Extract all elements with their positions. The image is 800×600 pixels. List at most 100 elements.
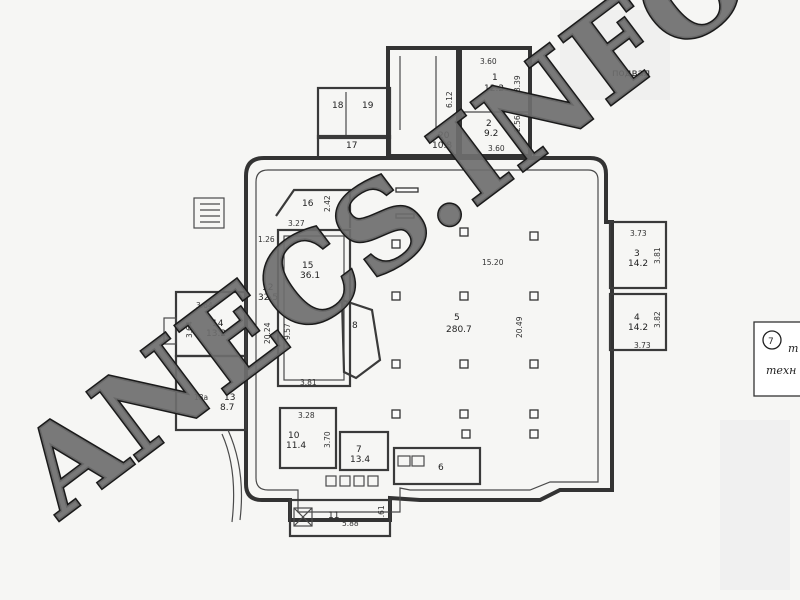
dim-label: 3.60 xyxy=(480,57,497,66)
room-number-2: 2 xyxy=(486,119,492,129)
vent-grille xyxy=(395,187,419,193)
room-number-10: 10 xyxy=(288,431,300,441)
room-area-1: 12.2 xyxy=(484,84,504,94)
room-number-11: 11 xyxy=(328,511,339,521)
room-13-outline xyxy=(174,354,248,432)
room-label-13a: 13a xyxy=(194,393,208,402)
room-number-8: 8 xyxy=(352,321,358,331)
room-area-5: 280.7 xyxy=(446,325,472,335)
room-number-6: 6 xyxy=(438,463,444,473)
room-number-18: 18 xyxy=(332,101,344,111)
dim-label: 3.39 xyxy=(513,75,522,92)
main-building xyxy=(244,156,614,522)
room-3-outline xyxy=(608,220,668,290)
column-grid xyxy=(391,187,539,439)
dim-label: 3.27 xyxy=(288,219,305,228)
room-15-outline xyxy=(276,228,352,388)
inner-wall xyxy=(255,169,599,513)
room-4-outline xyxy=(608,292,668,352)
outer-wall xyxy=(244,156,614,522)
room-area-7: 13.4 xyxy=(350,455,370,465)
side-note: 7 т техн xyxy=(753,321,800,397)
dim-label: 3.82 xyxy=(653,311,662,328)
sanitary-fixtures xyxy=(325,455,425,487)
column xyxy=(529,291,539,301)
dim-label: 15.20 xyxy=(482,258,504,267)
dim-label: 5.88 xyxy=(342,519,359,528)
dim-label: 6.12 xyxy=(445,91,454,108)
room-area-2: 9.2 xyxy=(484,129,498,139)
dim-label: 1.61 xyxy=(377,505,386,522)
dim-label: 1.26 xyxy=(258,235,275,244)
dim-label: 3.60 xyxy=(488,144,505,153)
room-area-12: 32.5 xyxy=(258,293,278,303)
entry-ramp xyxy=(227,429,243,521)
room-number-4: 4 xyxy=(634,313,640,323)
column xyxy=(529,429,539,439)
side-note-line1: т xyxy=(788,342,798,355)
dim-label: 3.64 xyxy=(196,301,213,310)
room-area-20: 10.8 xyxy=(432,141,452,151)
side-note-badge-number: 7 xyxy=(768,337,774,347)
dim-label: 2.56 xyxy=(513,115,522,132)
dim-label: 3.70 xyxy=(323,431,332,448)
room-16-outline xyxy=(275,188,352,228)
room-8-outline xyxy=(340,298,382,380)
room-number-7: 7 xyxy=(356,445,362,455)
room-area-15: 36.1 xyxy=(300,271,320,281)
column xyxy=(461,429,471,439)
room-area-13: 8.7 xyxy=(220,403,234,413)
dim-label: 3.73 xyxy=(630,229,647,238)
room-number-15: 15 xyxy=(302,261,313,271)
room-number-16: 16 xyxy=(302,199,314,209)
room-number-5: 5 xyxy=(454,313,460,323)
dim-label: 3.81 xyxy=(653,247,662,264)
room-number-17: 17 xyxy=(346,141,357,151)
column xyxy=(459,409,469,419)
room-area-3: 14.2 xyxy=(628,259,648,269)
column xyxy=(459,291,469,301)
room-11-shaft xyxy=(293,507,313,527)
room-area-14: 13.2 xyxy=(206,329,226,339)
dim-label: 3.28 xyxy=(298,411,315,420)
room-number-3: 3 xyxy=(634,249,640,259)
column xyxy=(529,359,539,369)
room-area-10: 11.4 xyxy=(286,441,306,451)
stair-block xyxy=(193,197,225,229)
room-14-window xyxy=(163,317,177,345)
side-note-line2: техн xyxy=(766,364,796,377)
left-wing xyxy=(163,197,248,432)
room-number-1: 1 xyxy=(492,73,498,83)
dim-label: 3.64 xyxy=(185,321,194,338)
room-10-outline xyxy=(278,406,338,470)
floor-label: подвал xyxy=(612,68,650,79)
column xyxy=(459,359,469,369)
scan-smudge xyxy=(560,10,670,100)
interior-partitions xyxy=(221,188,482,538)
room-number-20: 20 xyxy=(438,131,450,141)
room-area-4: 14.2 xyxy=(628,323,648,333)
dim-label: 3.73 xyxy=(634,341,651,350)
right-rooms xyxy=(608,220,668,352)
room-6-outline xyxy=(392,446,482,486)
column xyxy=(391,291,401,301)
column xyxy=(391,239,401,249)
room-number-19: 19 xyxy=(362,101,374,111)
column xyxy=(529,409,539,419)
room-18-19-block xyxy=(316,86,392,140)
column xyxy=(391,359,401,369)
dim-label: 20.49 xyxy=(515,316,524,338)
dim-label: 20.24 xyxy=(263,322,272,344)
room-number-13: 13 xyxy=(224,393,235,403)
room-11-outline xyxy=(288,498,392,538)
dim-label: 3.81 xyxy=(300,378,317,387)
dim-label: 2.42 xyxy=(323,195,332,212)
scan-smudge xyxy=(720,420,790,590)
side-note-badge xyxy=(762,330,782,350)
column xyxy=(391,409,401,419)
room-number-12: 12 xyxy=(262,283,273,293)
dim-label: 9.57 xyxy=(283,323,292,340)
column xyxy=(459,227,469,237)
